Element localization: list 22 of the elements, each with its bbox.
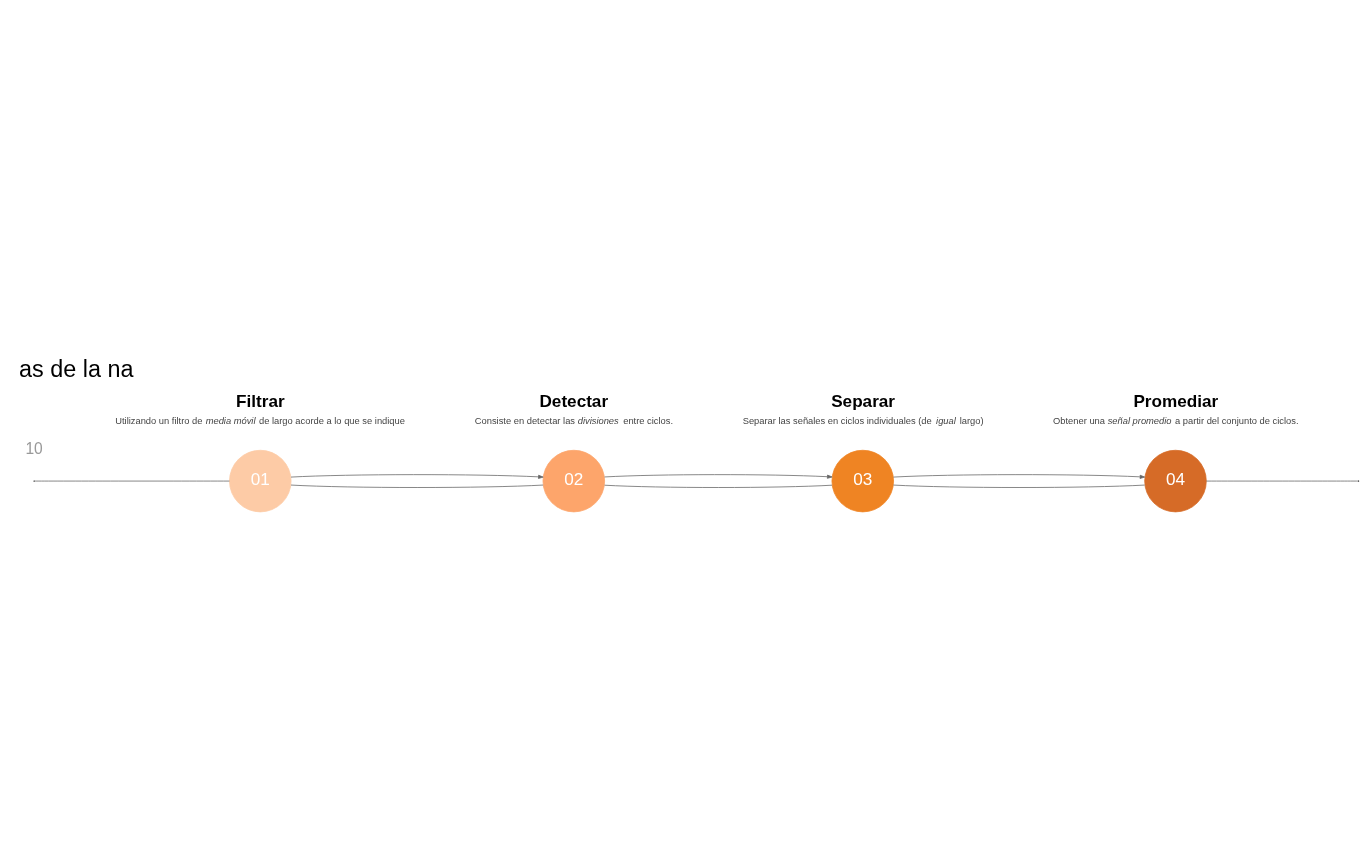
node-circle: 04 bbox=[1144, 449, 1207, 513]
node-label: Detectar bbox=[539, 390, 609, 411]
arrow bbox=[604, 474, 833, 479]
connector bbox=[893, 484, 1146, 488]
node-circle: 01 bbox=[229, 449, 292, 513]
diagram-title: as de la na bbox=[19, 355, 134, 382]
connector bbox=[1205, 480, 1359, 482]
node-label: Consiste en detectar las divisiones entre ciclos. bbox=[474, 415, 674, 426]
connector bbox=[604, 484, 833, 488]
node-label: Utilizando un filtro de media móvil de largo acorde a lo que se indique bbox=[115, 415, 405, 426]
node-label: Filtrar bbox=[236, 390, 285, 411]
connector bbox=[34, 480, 230, 482]
node-label: Promediar bbox=[1133, 390, 1219, 411]
node-circle: 03 bbox=[831, 449, 894, 513]
node-label: Obtener una señal promedio a partir del conjunto de ciclos. bbox=[1053, 415, 1299, 426]
label: 10 bbox=[25, 439, 43, 457]
arrow bbox=[893, 474, 1146, 479]
node-circle: 02 bbox=[542, 449, 605, 513]
arrow bbox=[290, 474, 544, 479]
node-label: Separar las señales en ciclos individuales (de igual largo) bbox=[742, 415, 984, 426]
node-label: Separar bbox=[831, 390, 896, 411]
connector bbox=[290, 484, 544, 488]
